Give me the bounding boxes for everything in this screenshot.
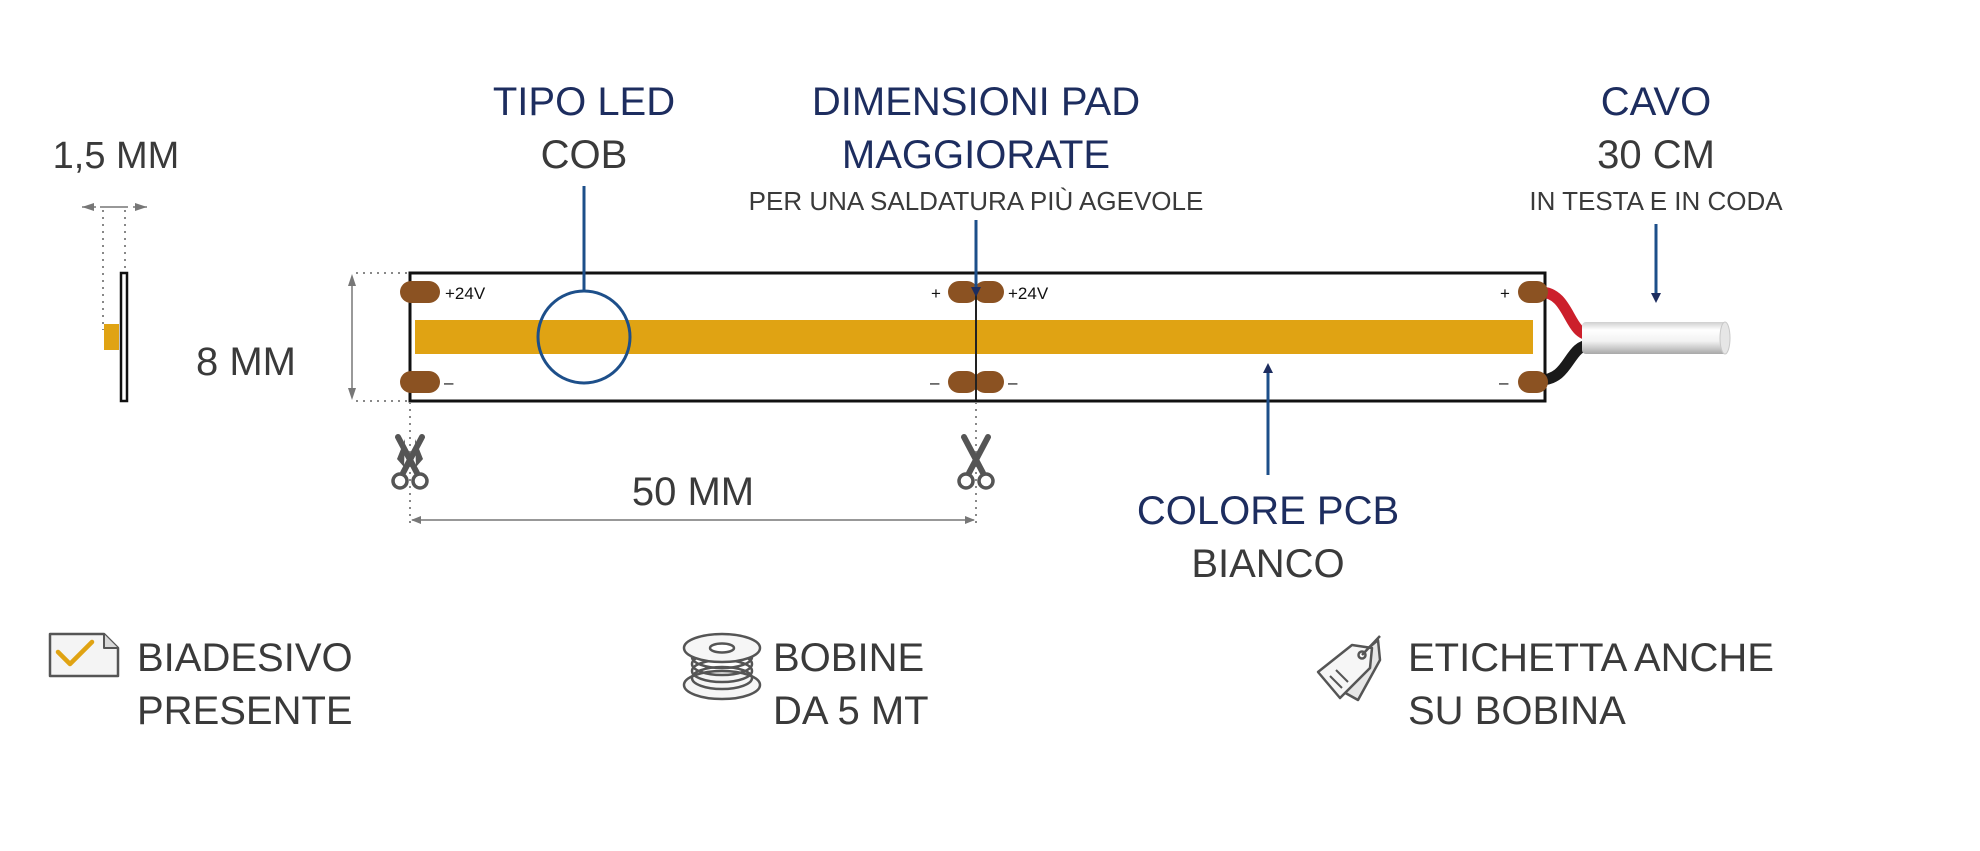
pcb-color-title: COLORE PCB	[1137, 489, 1399, 533]
cable-jacket	[1582, 322, 1727, 354]
led-type-callout: TIPO LED COB	[493, 80, 675, 385]
pcb-color-value: BIANCO	[1191, 542, 1344, 586]
pad-end-bottom	[1518, 371, 1548, 393]
feature-reel: BOBINE DA 5 MT	[682, 632, 929, 733]
cut-length-label: 50 MM	[632, 470, 754, 514]
reel-icon	[682, 632, 762, 701]
feature-adhesive-line-1: BIADESIVO	[137, 636, 353, 680]
pad-label-neg-mid-right: –	[1008, 373, 1018, 392]
tag-icon	[1316, 635, 1382, 702]
scissors-icon	[957, 434, 995, 490]
cable	[1534, 286, 1731, 386]
feature-label: ETICHETTA ANCHE SU BOBINA	[1316, 635, 1774, 733]
pad-size-title-2: MAGGIORATE	[842, 133, 1110, 177]
adhesive-check-icon	[48, 632, 120, 678]
pad-left-bottom	[400, 371, 440, 393]
thickness-profile: 1,5 MM	[53, 135, 180, 403]
feature-label-line-1: ETICHETTA ANCHE	[1408, 636, 1774, 680]
led-highlight-circle	[536, 289, 632, 385]
pad-left-top	[400, 281, 440, 303]
feature-label-line-2: SU BOBINA	[1408, 689, 1626, 733]
pad-label-pos-left: +24V	[445, 284, 486, 303]
pad-label-neg-left: –	[444, 373, 454, 392]
led-type-title: TIPO LED	[493, 80, 675, 124]
pad-size-note: PER UNA SALDATURA PIÙ AGEVOLE	[749, 186, 1204, 216]
pad-mid-top-left	[948, 281, 978, 303]
pad-mid-bottom-left	[948, 371, 978, 393]
feature-adhesive: BIADESIVO PRESENTE	[48, 632, 353, 733]
feature-reel-line-1: BOBINE	[773, 636, 924, 680]
cut-length: 50 MM	[391, 402, 995, 525]
pad-end-top	[1518, 281, 1548, 303]
pad-mid-bottom-right	[974, 371, 1004, 393]
cable-callout: CAVO 30 CM IN TESTA E IN CODA	[1529, 80, 1783, 303]
pad-label-neg-mid-left: –	[930, 373, 940, 392]
pad-label-pos-end: +	[1500, 284, 1510, 303]
pad-label-pos-mid-right: +24V	[1008, 284, 1049, 303]
profile-led	[104, 324, 119, 350]
cable-note: IN TESTA E IN CODA	[1529, 186, 1783, 216]
cable-title: CAVO	[1601, 80, 1711, 124]
pad-size-callout: DIMENSIONI PAD MAGGIORATE PER UNA SALDAT…	[749, 80, 1204, 297]
feature-reel-line-2: DA 5 MT	[773, 689, 929, 733]
profile-pcb	[119, 271, 129, 403]
width-label: 8 MM	[196, 340, 296, 384]
pad-mid-top-right	[974, 281, 1004, 303]
thickness-label: 1,5 MM	[53, 135, 180, 177]
cob-led-line	[415, 320, 1533, 354]
pcb-color-callout: COLORE PCB BIANCO	[1137, 363, 1399, 586]
pad-label-neg-end: –	[1499, 373, 1509, 392]
feature-adhesive-line-2: PRESENTE	[137, 689, 353, 733]
led-type-value: COB	[541, 133, 628, 177]
scissors-icon	[391, 434, 429, 490]
pad-label-pos-mid-left: +	[931, 284, 941, 303]
pad-size-title-1: DIMENSIONI PAD	[812, 80, 1140, 124]
cable-value: 30 CM	[1597, 133, 1715, 177]
